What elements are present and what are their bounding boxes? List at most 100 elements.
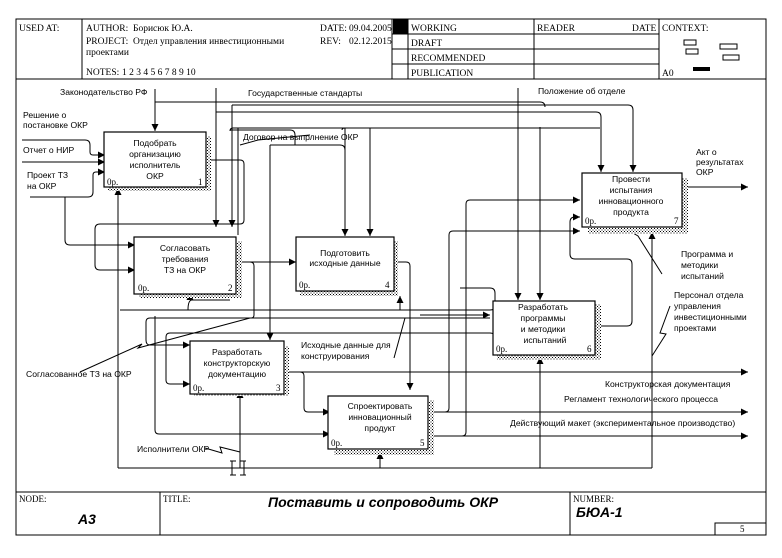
author-label: AUTHOR: bbox=[86, 24, 128, 34]
page-number: 5 bbox=[740, 524, 745, 534]
diagram-title: Поставить и сопроводить ОКР bbox=[268, 494, 499, 510]
context-label: CONTEXT: bbox=[662, 24, 709, 34]
label-performers: Исполнители ОКР bbox=[137, 444, 210, 454]
box-4-cost: 0р. bbox=[299, 280, 310, 290]
box-7-number: 7 bbox=[674, 216, 679, 226]
box-1-cost: 0р. bbox=[107, 177, 118, 187]
label-source-data-2: конструирования bbox=[301, 351, 370, 361]
label-act-2: результатах bbox=[696, 157, 744, 167]
label-regulation: Положение об отделе bbox=[538, 86, 626, 96]
label-staff-2: управления bbox=[674, 301, 721, 311]
connectors bbox=[22, 88, 748, 476]
label-staff-3: инвестиционными bbox=[674, 312, 747, 322]
box-2-number: 2 bbox=[228, 283, 233, 293]
box-2-line-3: ТЗ на ОКР bbox=[164, 265, 206, 275]
box-1-line-3: исполнитель bbox=[130, 160, 181, 170]
label-staff-4: проектами bbox=[674, 323, 716, 333]
box-3-number: 3 bbox=[276, 383, 281, 393]
reader-date-label: DATE bbox=[632, 24, 656, 34]
status-working: WORKING bbox=[411, 24, 457, 34]
label-standards: Государственные стандарты bbox=[248, 88, 362, 98]
author-value: Борисюк Ю.А. bbox=[133, 24, 193, 34]
node-label: NODE: bbox=[19, 494, 47, 504]
box-2-cost: 0р. bbox=[138, 283, 149, 293]
date-value: 09.04.2005 bbox=[349, 24, 392, 34]
label-design-docs: Конструкторская документация bbox=[605, 379, 731, 389]
box-4-number: 4 bbox=[385, 280, 390, 290]
number-value: БЮА-1 bbox=[576, 504, 623, 520]
reader-label: READER bbox=[537, 24, 576, 34]
box-4-line-1: Подготовить bbox=[320, 248, 370, 258]
header-block: USED AT: AUTHOR: Борисюк Ю.А. PROJECT: О… bbox=[15, 18, 767, 80]
box-6-cost: 0р. bbox=[496, 344, 507, 354]
activity-box-1[interactable]: Подобрать организацию исполнитель ОКР 0р… bbox=[103, 131, 211, 191]
title-label: TITLE: bbox=[163, 494, 191, 504]
notes-label: NOTES: bbox=[86, 68, 119, 78]
label-tz-draft-1: Проект ТЗ bbox=[27, 170, 68, 180]
activity-box-3[interactable]: Разработать конструкторскую документацию… bbox=[189, 340, 289, 396]
label-decision-1: Решение о bbox=[23, 110, 67, 120]
page-number-box bbox=[714, 522, 767, 536]
activity-box-7[interactable]: Провести испытания инновационного продук… bbox=[581, 172, 688, 234]
box-7-cost: 0р. bbox=[585, 216, 596, 226]
label-program-1: Программа и bbox=[681, 249, 733, 259]
project-value-1: Отдел управления инвестиционными bbox=[133, 37, 284, 47]
status-draft: DRAFT bbox=[411, 39, 442, 49]
box-1-line-1: Подобрать bbox=[133, 138, 177, 148]
box-1-line-2: организацию bbox=[129, 149, 181, 159]
box-5-cost: 0р. bbox=[331, 438, 342, 448]
number-label: NUMBER: bbox=[573, 494, 614, 504]
label-decision-2: постановке ОКР bbox=[23, 120, 88, 130]
arrow-tz-draft bbox=[30, 168, 105, 198]
activity-box-4[interactable]: Подготовить исходные данные 0р. 4 bbox=[295, 236, 398, 296]
label-agreed-tz: Согласованное ТЗ на ОКР bbox=[26, 369, 132, 379]
box-7-line-4: продукта bbox=[613, 207, 649, 217]
date-label: DATE: bbox=[320, 24, 347, 34]
activity-box-2[interactable]: Согласовать требования ТЗ на ОКР 0р. 2 bbox=[133, 236, 242, 298]
label-law: Законодательство РФ bbox=[60, 87, 148, 97]
label-tz-draft-2: на ОКР bbox=[27, 181, 57, 191]
label-program-3: испытаний bbox=[681, 271, 724, 281]
footer-block: NODE: A3 TITLE: Поставить и сопроводить … bbox=[15, 491, 767, 536]
box-1-number: 1 bbox=[198, 177, 203, 187]
project-label: PROJECT: bbox=[86, 37, 128, 47]
rev-value: 02.12.2015 bbox=[349, 37, 392, 47]
label-model: Действующий макет (экспериментальное про… bbox=[510, 418, 735, 428]
box-3-line-1: Разработать bbox=[212, 347, 263, 357]
box-7-line-2: испытания bbox=[610, 185, 653, 195]
box-2-line-1: Согласовать bbox=[160, 243, 211, 253]
box-7-line-1: Провести bbox=[612, 174, 650, 184]
label-act-1: Акт о bbox=[696, 147, 717, 157]
label-program-2: методики bbox=[681, 260, 718, 270]
label-source-data-1: Исходные данные для bbox=[301, 340, 391, 350]
box-7-line-3: инновационного bbox=[599, 196, 664, 206]
arrow-labels: Законодательство РФ Государственные стан… bbox=[23, 86, 747, 454]
box-3-line-3: документацию bbox=[208, 369, 267, 379]
activity-box-6[interactable]: Разработать программы и методики испытан… bbox=[492, 300, 601, 360]
status-publication: PUBLICATION bbox=[411, 69, 473, 79]
box-2-line-2: требования bbox=[162, 254, 209, 264]
box-6-line-4: испытаний bbox=[524, 335, 567, 345]
project-value-2: проектами bbox=[86, 48, 129, 58]
label-staff-1: Персонал отдела bbox=[674, 290, 744, 300]
box-5-line-1: Спроектировать bbox=[348, 401, 413, 411]
box-5-number: 5 bbox=[420, 438, 425, 448]
status-selected-marker bbox=[393, 19, 408, 34]
label-tech-reg: Регламент технологического процесса bbox=[564, 394, 718, 404]
label-act-3: ОКР bbox=[696, 167, 714, 177]
box-4-line-2: исходные данные bbox=[309, 258, 380, 268]
box-3-line-2: конструкторскую bbox=[204, 358, 271, 368]
box-6-line-2: программы bbox=[521, 313, 566, 323]
used-at-label: USED AT: bbox=[19, 24, 59, 34]
context-node: A0 bbox=[662, 69, 674, 79]
box-1-line-4: ОКР bbox=[146, 171, 164, 181]
label-nir-report: Отчет о НИР bbox=[23, 145, 74, 155]
context-map bbox=[683, 39, 740, 71]
box-3-cost: 0р. bbox=[193, 383, 204, 393]
box-5-line-3: продукт bbox=[364, 423, 395, 433]
node-value: A3 bbox=[77, 511, 96, 527]
box-5-line-2: инновационный bbox=[348, 412, 411, 422]
label-contract: Договор на выпрлнение ОКР bbox=[243, 132, 359, 142]
activity-box-5[interactable]: Спроектировать инновационный продукт 0р.… bbox=[327, 395, 434, 455]
